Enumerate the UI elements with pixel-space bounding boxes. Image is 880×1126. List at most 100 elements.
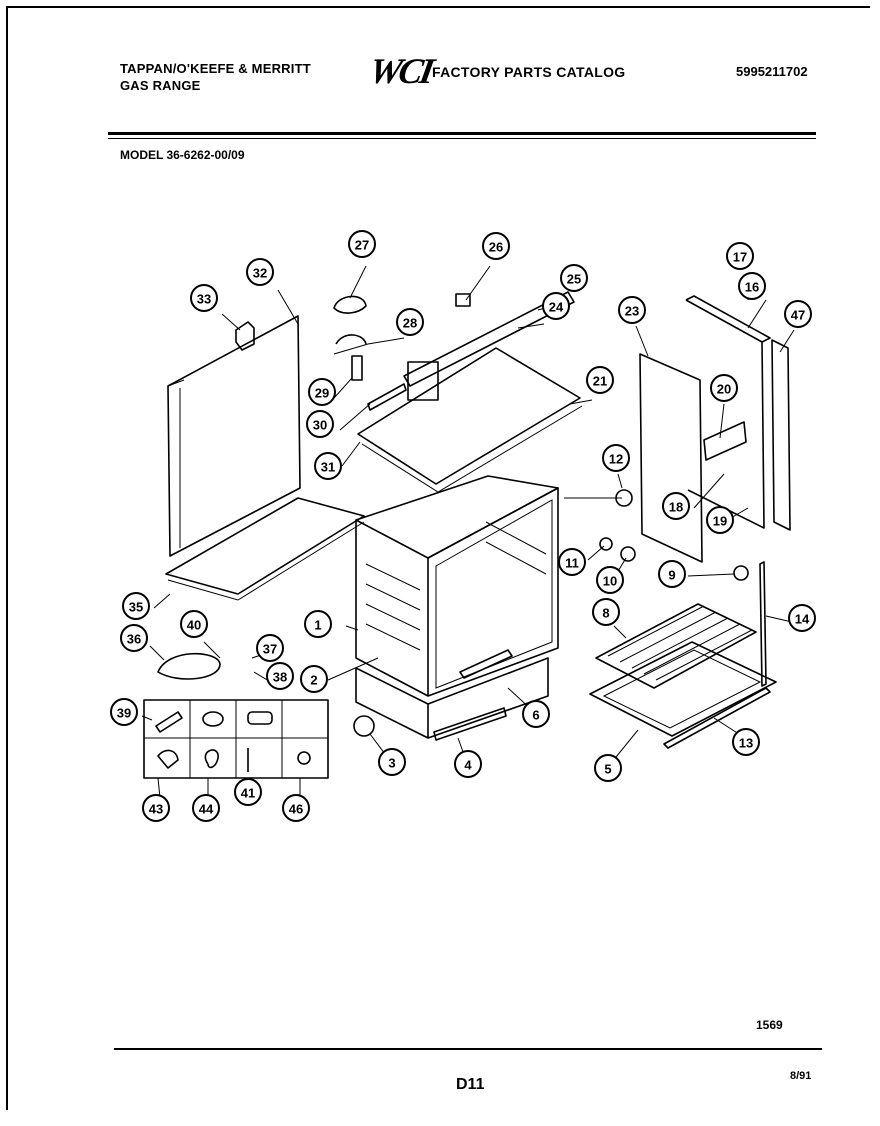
svg-text:33: 33 (197, 292, 211, 307)
svg-text:43: 43 (149, 802, 163, 817)
callout-24: 24 (542, 292, 570, 320)
svg-text:14: 14 (795, 612, 810, 627)
callout-2: 2 (300, 665, 328, 693)
svg-text:39: 39 (117, 706, 131, 721)
burner-box (357, 347, 581, 485)
callout-31: 31 (314, 452, 342, 480)
kit-item-orifice (202, 711, 224, 727)
page-code: D11 (456, 1076, 485, 1093)
svg-text:3: 3 (388, 756, 395, 771)
callout-27: 27 (348, 230, 376, 258)
svg-text:44: 44 (199, 802, 214, 817)
product-type: GAS RANGE (120, 78, 201, 93)
callout-23: 23 (618, 296, 646, 324)
callout-26: 26 (482, 232, 510, 260)
burner-tube (459, 649, 513, 679)
callout-38: 38 (266, 662, 294, 690)
svg-text:6: 6 (532, 708, 539, 723)
callout-44: 44 (192, 794, 220, 822)
svg-text:35: 35 (129, 600, 143, 615)
svg-text:11: 11 (565, 556, 579, 571)
kit-item-bracket (155, 711, 183, 733)
back-panel (685, 299, 765, 529)
svg-text:23: 23 (625, 304, 639, 319)
svg-text:2: 2 (310, 673, 317, 688)
svg-text:4: 4 (464, 758, 472, 773)
callout-19: 19 (706, 506, 734, 534)
kit-item-wire (204, 749, 219, 769)
broiler-pan (589, 641, 777, 737)
callout-18: 18 (662, 492, 690, 520)
callout-3: 3 (378, 748, 406, 776)
kick-plate (433, 707, 507, 741)
door-seal (759, 561, 767, 687)
model-number: MODEL 36-6262-00/09 (120, 148, 245, 162)
callout-35: 35 (122, 592, 150, 620)
svg-text:47: 47 (791, 308, 805, 323)
svg-text:20: 20 (717, 382, 731, 397)
callout-20: 20 (710, 374, 738, 402)
svg-text:5: 5 (604, 762, 611, 777)
bottom-pan (165, 497, 365, 595)
svg-text:18: 18 (669, 500, 683, 515)
callout-47: 47 (784, 300, 812, 328)
callout-11: 11 (558, 548, 586, 576)
kit-item-knob (297, 751, 311, 765)
callout-25: 25 (560, 264, 588, 292)
callout-13: 13 (732, 728, 760, 756)
callout-32: 32 (246, 258, 274, 286)
callout-29: 29 (308, 378, 336, 406)
gas-hose (157, 652, 221, 680)
brand-name: TAPPAN/O'KEEFE & MERRITT (120, 61, 311, 76)
revision-date: 8/91 (790, 1070, 812, 1082)
svg-text:28: 28 (403, 316, 417, 331)
catalog-title: FACTORY PARTS CATALOG (432, 64, 626, 80)
header-rule (108, 132, 816, 135)
brand-header: TAPPAN/O'KEEFE & MERRITT GAS RANGE (120, 60, 311, 94)
callout-14: 14 (788, 604, 816, 632)
callout-1: 1 (304, 610, 332, 638)
callout-5: 5 (594, 754, 622, 782)
svg-text:13: 13 (739, 736, 753, 751)
header-rule-thin (108, 138, 816, 139)
svg-text:9: 9 (668, 568, 675, 583)
figure-number: 1569 (756, 1018, 783, 1032)
svg-text:24: 24 (549, 300, 564, 315)
callout-30: 30 (306, 410, 334, 438)
callout-6: 6 (522, 700, 550, 728)
svg-text:8: 8 (602, 606, 609, 621)
callout-36: 36 (120, 624, 148, 652)
bracket (235, 321, 255, 351)
oven-rack (595, 603, 757, 689)
callout-4: 4 (454, 750, 482, 778)
left-side-panel (167, 315, 301, 557)
svg-text:17: 17 (733, 250, 747, 265)
callout-46: 46 (282, 794, 310, 822)
callout-9: 9 (658, 560, 686, 588)
callout-21: 21 (586, 366, 614, 394)
callout-37: 37 (256, 634, 284, 662)
spring (351, 355, 363, 381)
svg-text:27: 27 (355, 238, 369, 253)
callout-43: 43 (142, 794, 170, 822)
svg-text:31: 31 (321, 460, 335, 475)
callout-17: 17 (726, 242, 754, 270)
callout-16: 16 (738, 272, 766, 300)
kit-item-clip (157, 749, 179, 769)
callout-28: 28 (396, 308, 424, 336)
svg-text:1: 1 (314, 618, 321, 633)
svg-text:46: 46 (289, 802, 303, 817)
svg-text:38: 38 (273, 670, 287, 685)
callout-40: 40 (180, 610, 208, 638)
diagram-parts (143, 291, 791, 779)
svg-text:25: 25 (567, 272, 581, 287)
svg-text:37: 37 (263, 642, 277, 657)
catalog-number: 5995211702 (736, 64, 808, 79)
callout-33: 33 (190, 284, 218, 312)
svg-text:16: 16 (745, 280, 759, 295)
callout-41: 41 (234, 778, 262, 806)
trim-strip (771, 339, 791, 531)
part-callouts: 1 2 3 4 5 6 8 9 10 11 12 13 14 16 17 18 … (110, 230, 816, 822)
svg-text:36: 36 (127, 632, 141, 647)
footer-rule (114, 1048, 822, 1050)
